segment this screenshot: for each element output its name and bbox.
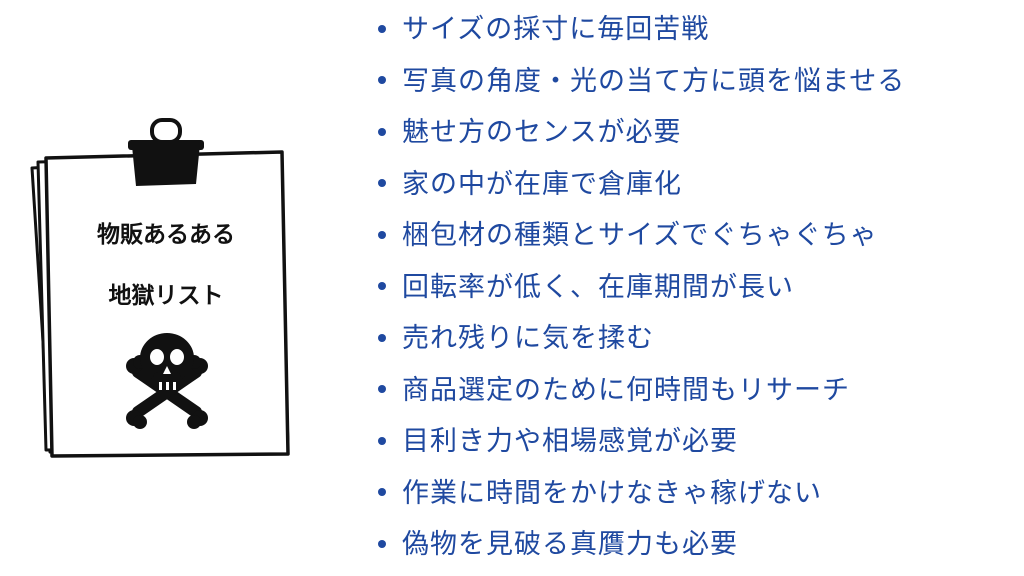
list-item-text: 作業に時間をかけなきゃ稼げない	[402, 477, 822, 509]
list-item-text: 売れ残りに気を揉む	[402, 323, 654, 354]
bullet-dot	[378, 488, 386, 496]
list-item-text: 偽物を見破る真贋力も必要	[402, 529, 738, 560]
bullet-dot	[378, 127, 386, 136]
list-item: 写真の角度・光の当て方に頭を悩ませる	[378, 56, 905, 108]
list-item-text: 写真の角度・光の当て方に頭を悩ませる	[402, 65, 906, 97]
list-item-text: 家の中が在庫で倉庫化	[402, 168, 682, 200]
list-item: 商品選定のために何時間もリサーチ	[378, 365, 905, 417]
list-item: 偽物を見破る真贋力も必要	[378, 519, 905, 571]
bullet-dot	[378, 230, 386, 239]
bullet-dot	[378, 24, 386, 33]
list-item-text: 商品選定のために何時間もリサーチ	[402, 374, 850, 406]
list-item: サイズの採寸に毎回苦戦	[378, 4, 905, 56]
list-item-text: 目利き力や相場感覚が必要	[402, 426, 738, 457]
list-item: 売れ残りに気を揉む	[378, 313, 905, 365]
list-item-text: サイズの採寸に毎回苦戦	[402, 14, 710, 45]
list-item: 作業に時間をかけなきゃ稼げない	[378, 468, 905, 520]
list-item: 回転率が低く、在庫期間が長い	[378, 262, 905, 314]
list-item: 家の中が在庫で倉庫化	[378, 159, 905, 211]
list-item: 目利き力や相場感覚が必要	[378, 416, 905, 468]
bullet-dot	[378, 539, 386, 548]
list-item: 魅せ方のセンスが必要	[378, 107, 905, 159]
list-item-text: 回転率が低く、在庫期間が長い	[402, 271, 794, 303]
list-item: 梱包材の種類とサイズでぐちゃぐちゃ	[378, 210, 905, 262]
binder-clip-icon	[128, 118, 204, 186]
bullet-dot	[378, 436, 386, 445]
bullet-dot	[378, 385, 386, 393]
clipboard-title-line1: 物販あるある	[97, 221, 235, 248]
front-sheet	[44, 150, 290, 458]
list-item-text: 梱包材の種類とサイズでぐちゃぐちゃ	[402, 220, 878, 251]
bullet-dot	[378, 333, 386, 342]
bullet-dot	[378, 179, 386, 187]
clipboard-title-line2: 地獄リスト	[109, 283, 224, 309]
skull-crossbones-icon	[126, 333, 208, 429]
list-item-text: 魅せ方のセンスが必要	[402, 117, 682, 148]
bullet-dot	[378, 282, 386, 290]
clipboard-graphic: 物販あるある 地獄リスト	[30, 118, 290, 458]
clipboard-illustration: 物販あるある 地獄リスト	[20, 110, 320, 470]
bullet-dot	[378, 76, 386, 84]
problem-list: サイズの採寸に毎回苦戦 写真の角度・光の当て方に頭を悩ませる 魅せ方のセンスが必…	[378, 4, 905, 571]
